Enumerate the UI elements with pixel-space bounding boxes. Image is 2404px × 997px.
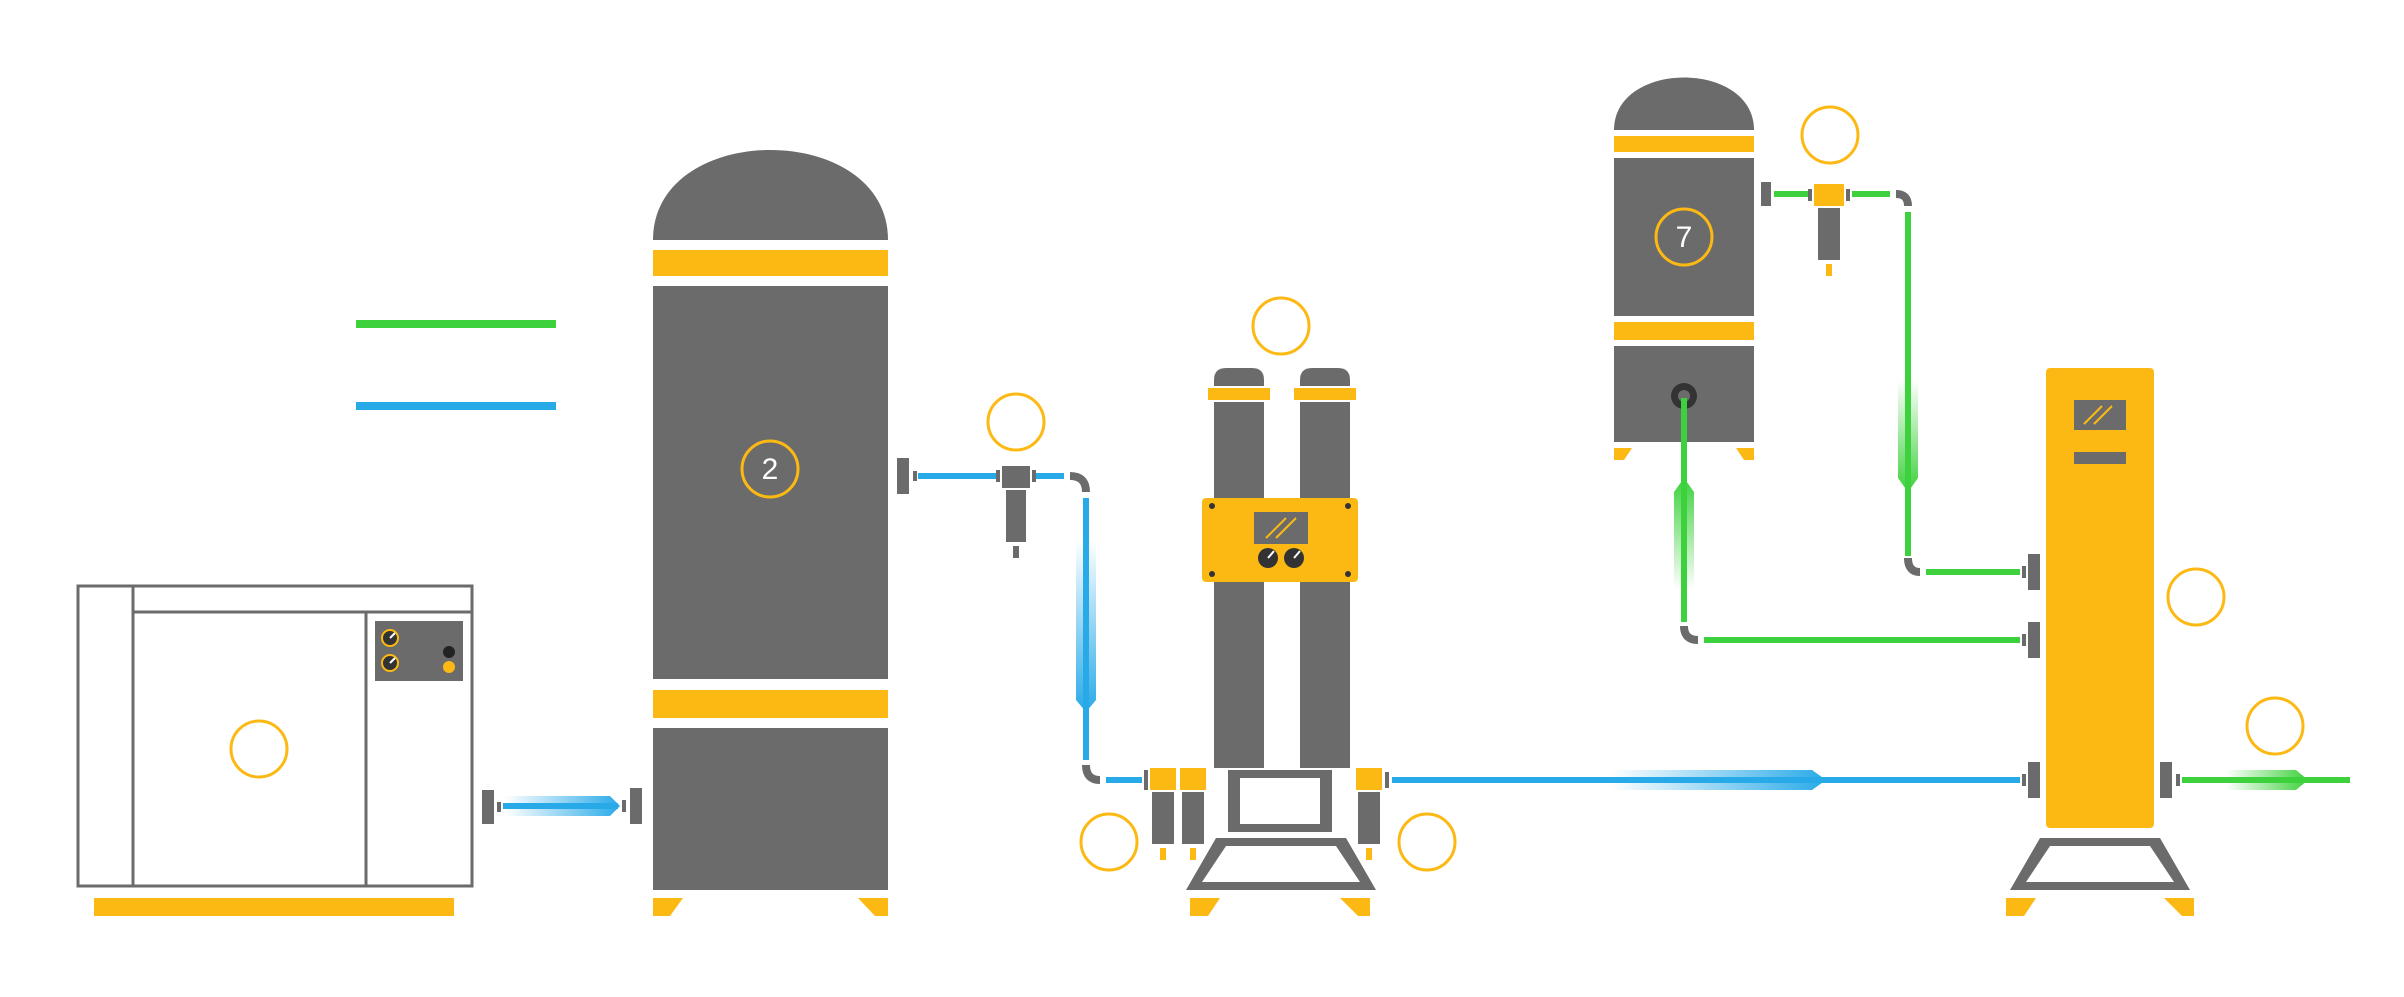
air-receiver-dome [653,150,888,240]
dryer-inlet-filters [1079,768,1206,872]
air-pipe-dryer-to-generator [1392,770,2020,790]
air-pipe-compressor-to-receiver [503,796,620,816]
nitrogen-generator [2006,368,2226,916]
filter-b [1800,105,1860,276]
air-receiver-number: 2 [762,453,779,486]
nitrogen-generator-display [2074,400,2126,430]
nitrogen-receiver-outlet-flange [1761,182,1771,206]
filter-a-number-badge [986,392,1046,452]
dryer-number-badge [1251,296,1311,356]
nitrogen-receiver-number-badge [1654,207,1714,267]
nitrogen-receiver-number: 7 [1676,221,1693,254]
dryer-filters-number-badge [1079,812,1139,872]
nitrogen-generator-number-badge [2166,567,2226,627]
nitrogen-receiver: 7 [1614,77,1771,460]
air-receiver-outlet-flange [897,458,909,494]
nitrogen-pipe-generator-to-receiver [1674,398,2020,644]
desiccant-dryer [1186,296,1376,916]
air-receiver-number-badge [740,439,800,499]
gauge-icon [1258,548,1304,568]
compressor-number-badge [229,719,289,779]
air-receiver: 2 [622,150,917,916]
gauge-icon [381,629,399,672]
dryer-outlet-filter [1356,768,1457,872]
air-receiver-inlet-flange [630,788,642,824]
compressor-outlet-flange [482,790,494,824]
nitrogen-pipe-receiver-to-generator [1774,190,2020,576]
nitrogen-generator-outlet-flange [2160,762,2172,798]
nitrogen-generator-cabinet [2046,368,2154,828]
dryer-display [1254,512,1308,544]
legend [356,320,556,410]
filter-b-number-badge [1800,105,1860,165]
nitrogen-outlet-pipe [2182,696,2350,790]
dryer-outlet-filter-number-badge [1397,812,1457,872]
indicator-light-icon [443,646,455,658]
nitrogen-receiver-dome [1614,77,1754,130]
air-pipe-receiver-to-dryer [918,472,1142,784]
compressor [76,584,501,916]
filter-a [986,392,1046,558]
outlet-number-badge [2245,696,2305,756]
indicator-light-icon [443,661,455,673]
compressor-base [94,898,454,916]
nitrogen-generator-slot [2074,452,2126,464]
